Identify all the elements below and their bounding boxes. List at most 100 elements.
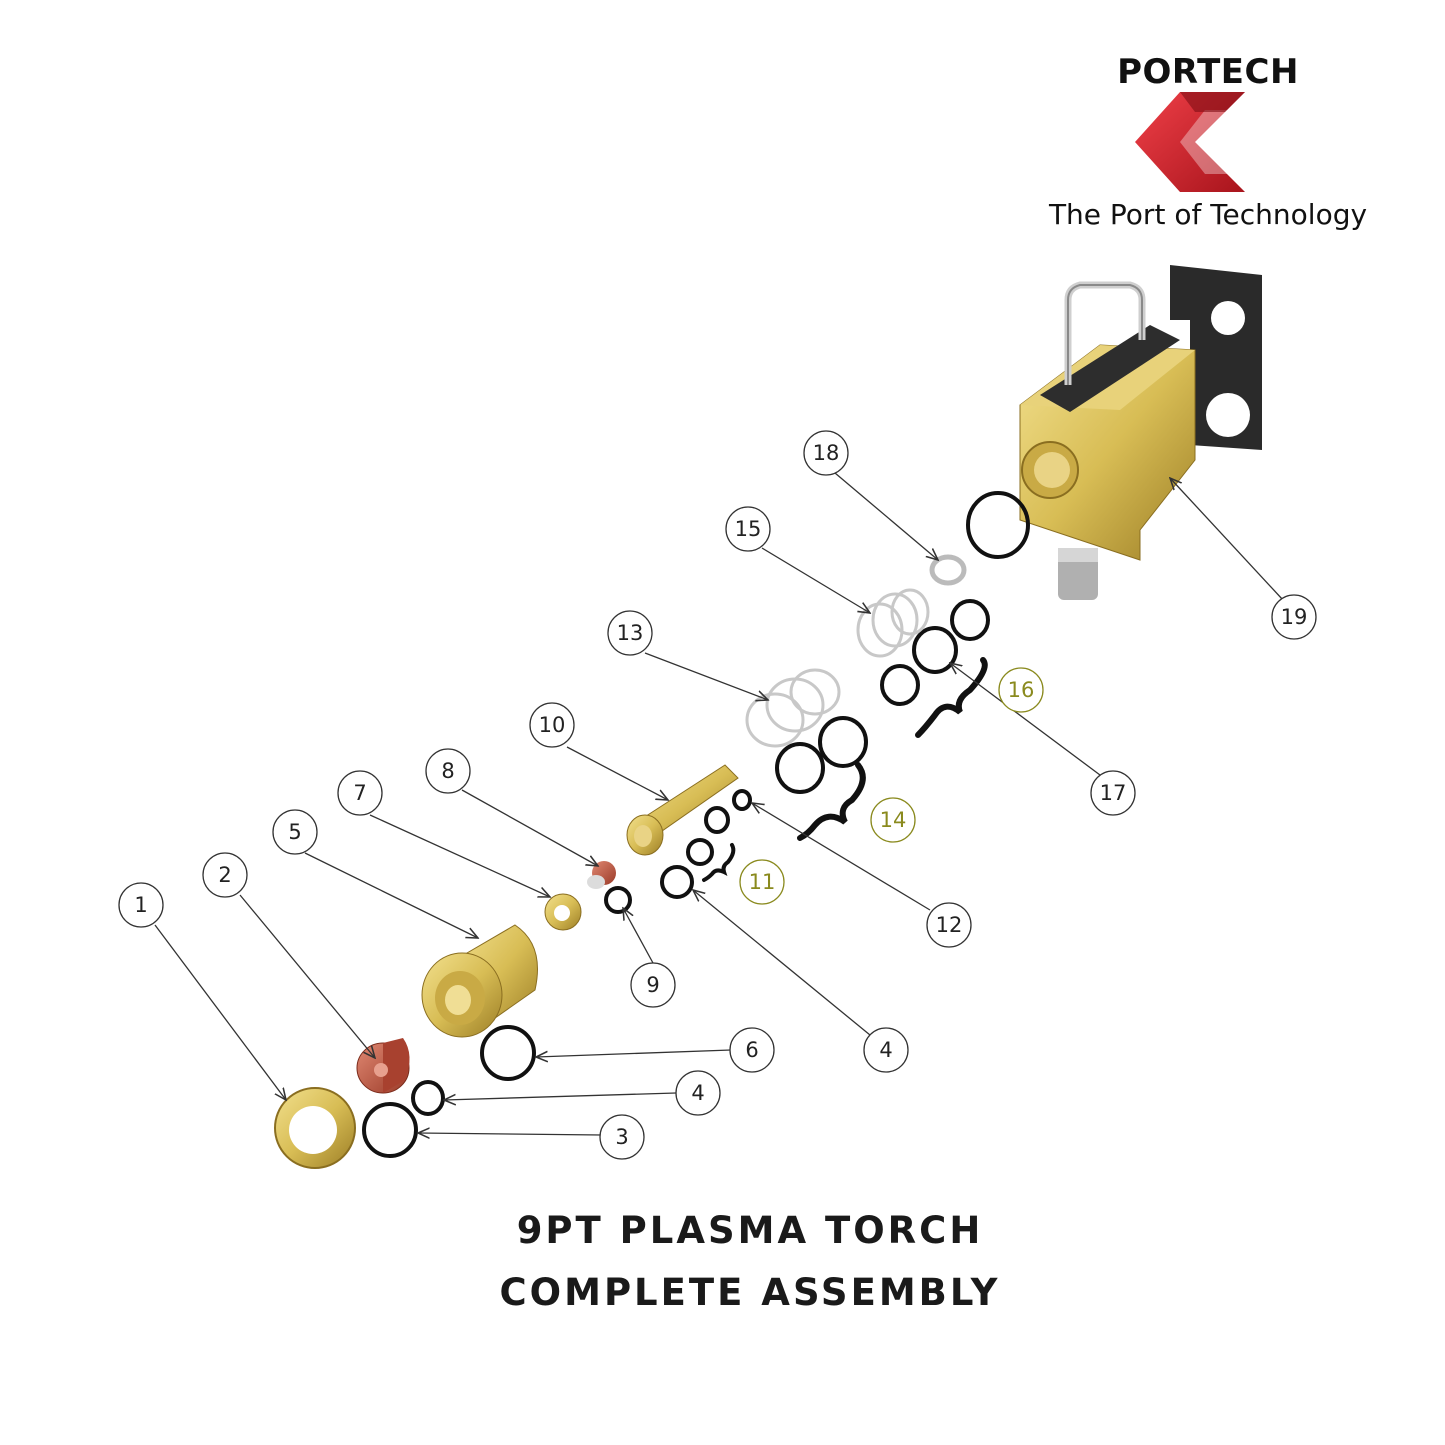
o-ring-16 xyxy=(880,664,920,706)
title-line-2: COMPLETE ASSEMBLY xyxy=(499,1271,1001,1314)
part-callout-10: 10 xyxy=(529,702,575,748)
leader-18 xyxy=(834,472,938,560)
o-ring-11b xyxy=(686,838,714,866)
leader-8 xyxy=(461,789,598,866)
group-callout-11: 11 xyxy=(739,859,785,905)
part-13-swirl xyxy=(745,668,841,748)
callout-circle xyxy=(729,1027,775,1073)
leader-10 xyxy=(566,746,668,800)
callout-circle xyxy=(202,852,248,898)
callout-label: 6 xyxy=(745,1038,758,1062)
part-callout-15: 15 xyxy=(725,506,771,552)
leader-3 xyxy=(418,1133,603,1135)
part-callout-6: 6 xyxy=(729,1027,775,1073)
o-ring-17a xyxy=(950,599,990,641)
callout-circle xyxy=(675,1070,721,1116)
o-ring-6 xyxy=(480,1025,536,1081)
group-callout-16: 16 xyxy=(998,667,1044,713)
leader-7 xyxy=(369,814,550,897)
part-5-nozzle-body xyxy=(421,924,538,1038)
portech-logo xyxy=(1135,92,1245,192)
leader-2 xyxy=(239,894,375,1058)
torch-body-part-19 xyxy=(1019,265,1262,600)
callout-label: 4 xyxy=(691,1081,704,1105)
callout-label: 14 xyxy=(880,808,907,832)
part-callout-12: 12 xyxy=(926,902,972,948)
callout-circle xyxy=(870,797,916,843)
callout-circle xyxy=(425,748,471,794)
leader-5 xyxy=(304,852,478,938)
callout-label: 17 xyxy=(1100,781,1127,805)
leader-13 xyxy=(644,652,768,700)
callout-label: 19 xyxy=(1281,605,1308,629)
group-braces xyxy=(702,657,988,882)
leader-4c xyxy=(693,890,871,1036)
leader-17 xyxy=(950,663,1101,776)
o-ring-19-seal xyxy=(966,491,1030,559)
brand-tagline: The Port of Technology xyxy=(1048,198,1368,231)
o-ring-17b xyxy=(912,626,958,674)
o-ring-11a xyxy=(704,806,730,834)
callout-circle xyxy=(599,1114,645,1160)
callout-circle xyxy=(272,809,318,855)
o-rings xyxy=(362,491,1030,1158)
callout-label: 5 xyxy=(288,820,301,844)
part-7-ring xyxy=(544,893,582,931)
callout-circle xyxy=(863,1027,909,1073)
part-callout-4: 4 xyxy=(863,1027,909,1073)
part-callout-8: 8 xyxy=(425,748,471,794)
part-callout-17: 17 xyxy=(1090,770,1136,816)
leader-9 xyxy=(623,908,654,964)
part-callout-2: 2 xyxy=(202,852,248,898)
part-1-retaining-cap xyxy=(274,1087,356,1169)
callout-circle xyxy=(725,506,771,552)
o-ring-14b xyxy=(775,742,825,794)
callout-label: 11 xyxy=(749,870,776,894)
brand-name: PORTECH xyxy=(1117,52,1299,92)
callout-circle xyxy=(739,859,785,905)
part-8-tip xyxy=(587,861,616,889)
part-callout-1: 1 xyxy=(118,882,164,928)
part-callout-18: 18 xyxy=(803,430,849,476)
callout-label: 2 xyxy=(218,863,231,887)
part-callout-19: 19 xyxy=(1271,594,1317,640)
callout-label: 18 xyxy=(813,441,840,465)
part-10-electrode-holder xyxy=(626,764,739,856)
group-callout-14: 14 xyxy=(870,797,916,843)
callout-label: 9 xyxy=(646,973,659,997)
part-callout-5: 5 xyxy=(272,809,318,855)
brace-16 xyxy=(915,657,988,738)
callout-circle xyxy=(529,702,575,748)
callout-label: 3 xyxy=(615,1125,628,1149)
callout-circle xyxy=(1271,594,1317,640)
part-15-swirl xyxy=(856,588,930,658)
leader-4a xyxy=(444,1092,677,1100)
callout-label: 15 xyxy=(735,517,762,541)
callout-circle xyxy=(118,882,164,928)
diagram-title: 9PT PLASMA TORCH COMPLETE ASSEMBLY xyxy=(400,1200,1100,1324)
leader-12 xyxy=(752,803,931,911)
callout-circle xyxy=(998,667,1044,713)
leader-15 xyxy=(761,547,870,613)
part-18-ring xyxy=(929,554,967,586)
callout-circle xyxy=(630,962,676,1008)
callout-leaders xyxy=(154,472,1284,1135)
o-ring-12 xyxy=(732,789,752,811)
callout-label: 12 xyxy=(936,913,963,937)
callout-circle xyxy=(803,430,849,476)
leader-6 xyxy=(536,1049,732,1057)
brace-11 xyxy=(702,843,736,882)
o-ring-9 xyxy=(604,886,632,914)
o-ring-14a xyxy=(818,716,868,768)
callout-label: 7 xyxy=(353,781,366,805)
callout-label: 10 xyxy=(539,713,566,737)
o-ring-4c xyxy=(660,865,694,899)
callout-circle xyxy=(926,902,972,948)
callout-circle xyxy=(1090,770,1136,816)
callout-label: 1 xyxy=(134,893,147,917)
o-ring-4a xyxy=(411,1080,445,1116)
part-callout-3: 3 xyxy=(599,1114,645,1160)
callout-label: 8 xyxy=(441,759,454,783)
part-callout-7: 7 xyxy=(337,770,383,816)
